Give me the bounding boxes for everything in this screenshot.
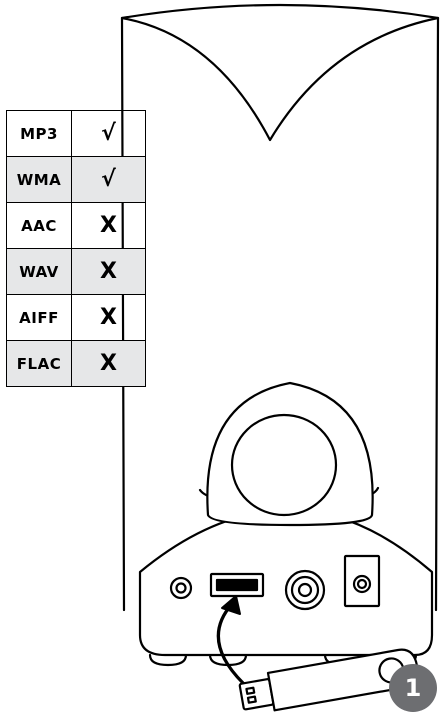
connector-panel xyxy=(138,508,434,657)
audio-jack-icon xyxy=(169,576,193,600)
table-row: AAC X xyxy=(6,202,146,249)
format-label: MP3 xyxy=(6,110,72,157)
audio-jack-icon xyxy=(284,569,326,611)
format-label: WAV xyxy=(6,248,72,295)
table-row: FLAC X xyxy=(6,340,146,387)
cross-mark-icon: X xyxy=(71,294,146,341)
step-number-badge: 1 xyxy=(389,664,437,712)
table-row: MP3 √ xyxy=(6,110,146,157)
speaker-knob xyxy=(230,413,338,517)
check-mark-icon: √ xyxy=(71,156,146,203)
cross-mark-icon: X xyxy=(71,202,146,249)
cross-mark-icon: X xyxy=(71,248,146,295)
check-mark-icon: √ xyxy=(71,110,146,157)
table-row: AIFF X xyxy=(6,294,146,341)
format-label: AIFF xyxy=(6,294,72,341)
cross-mark-icon: X xyxy=(71,340,146,387)
power-jack-icon xyxy=(343,554,381,608)
table-row: WAV X xyxy=(6,248,146,295)
audio-format-table: MP3 √ WMA √ AAC X WAV X AIFF X FLAC X xyxy=(6,110,146,387)
format-label: WMA xyxy=(6,156,72,203)
speaker-foot xyxy=(148,653,188,667)
insert-arrow-icon xyxy=(216,602,245,685)
speaker-top-panel xyxy=(120,16,440,142)
table-row: WMA √ xyxy=(6,156,146,203)
format-label: FLAC xyxy=(6,340,72,387)
format-label: AAC xyxy=(6,202,72,249)
